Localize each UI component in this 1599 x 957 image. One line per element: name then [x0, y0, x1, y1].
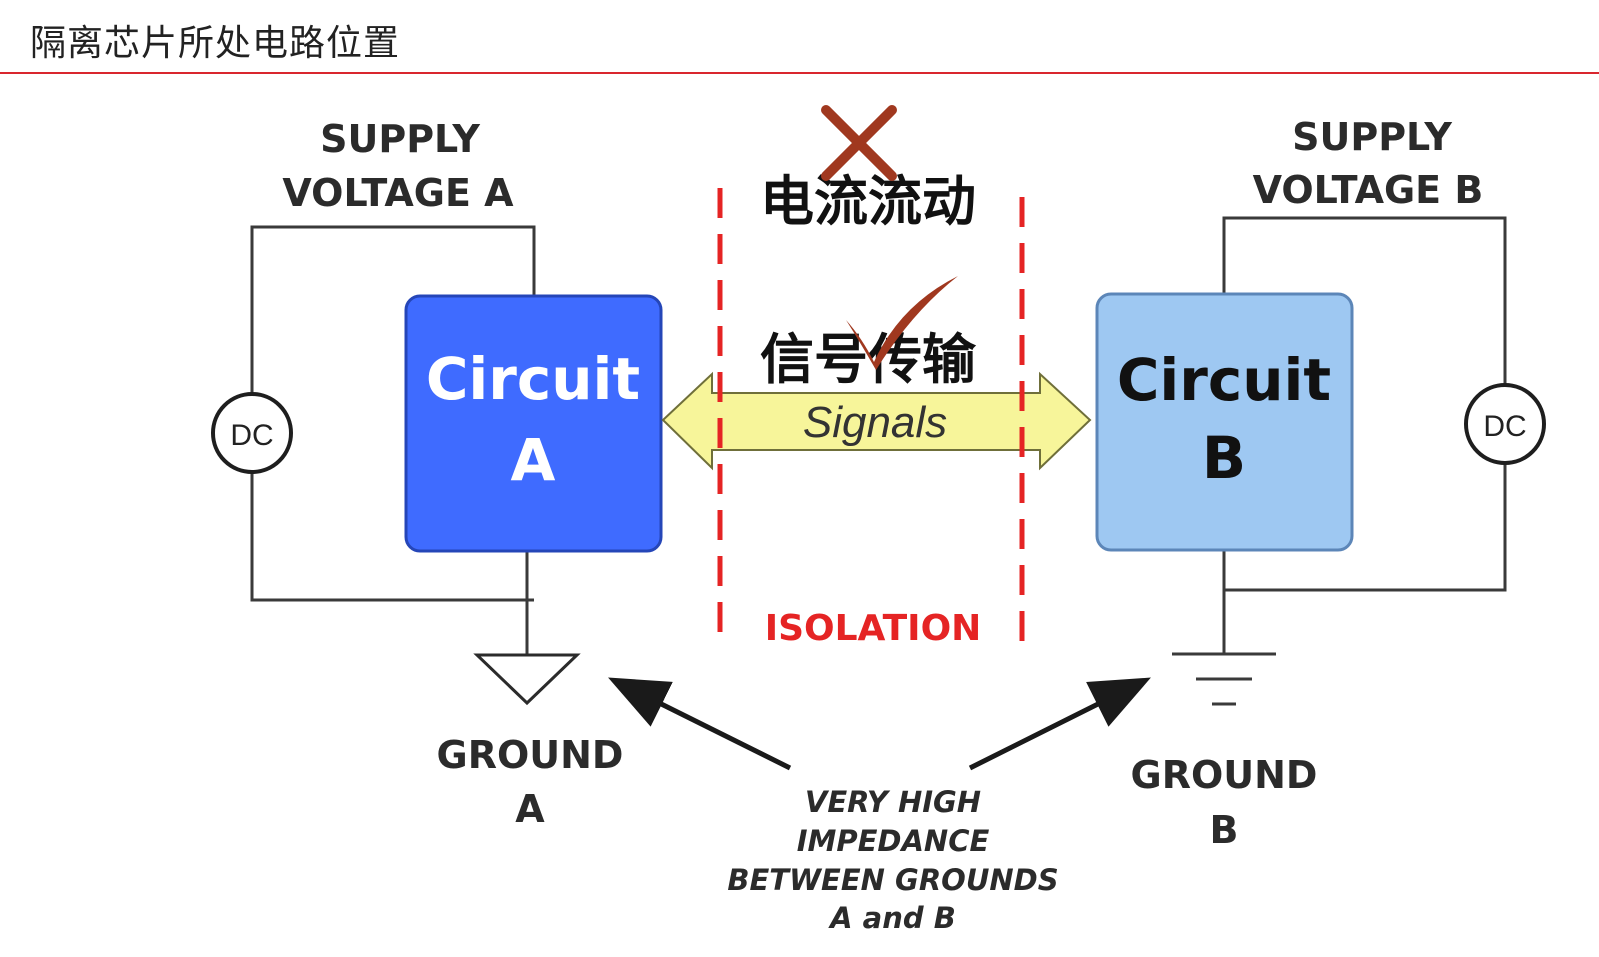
ground-a-label-line2: A	[515, 787, 545, 831]
x-mark-icon	[821, 105, 897, 181]
signals-arrow	[661, 371, 1092, 471]
ground-a-label-line1: GROUND	[437, 733, 624, 777]
impedance-note-line4: A and B	[828, 901, 956, 935]
isolation-label: ISOLATION	[765, 608, 982, 649]
supply-b-label-line1: SUPPLY	[1292, 115, 1452, 159]
title-divider	[0, 72, 1599, 74]
circuit-b-wiring	[1222, 216, 1507, 654]
dc-source-b-label: DC	[1483, 410, 1526, 443]
supply-a-label-line2: VOLTAGE A	[282, 171, 514, 215]
impedance-note: VERY HIGH IMPEDANCE BETWEEN GROUNDS A an…	[727, 785, 1058, 935]
dc-source-a-label: DC	[230, 419, 273, 452]
impedance-note-line2: IMPEDANCE	[797, 824, 990, 858]
current-flow-label: 电流流动	[760, 170, 976, 233]
signals-label: Signals	[803, 398, 947, 447]
signal-transfer-label: 信号传输	[760, 328, 977, 391]
ground-a-symbol	[473, 653, 581, 706]
impedance-arrow-to-ground-b	[968, 677, 1151, 771]
impedance-arrow-to-ground-a	[608, 677, 792, 771]
dc-source-a: DC	[211, 392, 293, 474]
circuit-a-wiring	[250, 225, 536, 655]
circuit-a-label: Circuit	[426, 345, 640, 413]
supply-b-label-line2: VOLTAGE B	[1253, 168, 1484, 212]
circuit-b-box	[1095, 292, 1354, 552]
dc-source-b: DC	[1464, 383, 1546, 465]
check-mark-icon	[846, 276, 958, 370]
ground-b-label-line1: GROUND	[1131, 753, 1318, 797]
circuit-a-box	[404, 294, 663, 553]
circuit-a-letter: A	[511, 426, 556, 494]
impedance-note-line3: BETWEEN GROUNDS	[727, 863, 1058, 897]
page-title: 隔离芯片所处电路位置	[30, 23, 401, 64]
ground-b-symbol	[1172, 652, 1276, 706]
circuit-b-letter: B	[1202, 424, 1246, 492]
supply-a-label-line1: SUPPLY	[320, 117, 480, 161]
impedance-note-line1: VERY HIGH	[805, 785, 981, 819]
circuit-b-label: Circuit	[1117, 346, 1331, 414]
ground-b-label-line2: B	[1210, 808, 1239, 852]
